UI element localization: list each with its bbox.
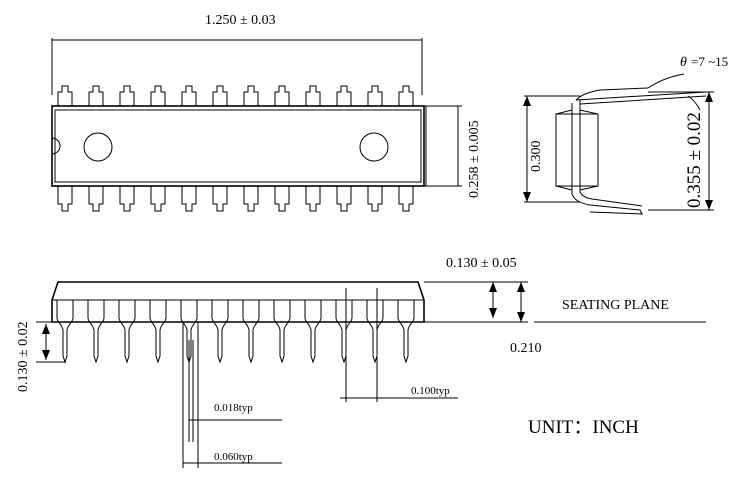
top-pin	[367, 85, 383, 106]
angle-range-label: =7 ~15	[691, 54, 728, 69]
end-body-left	[555, 109, 573, 191]
bottom-pin	[57, 186, 73, 212]
end-body-right	[579, 109, 599, 191]
bottom-pin-row	[57, 186, 414, 212]
arrow-up	[517, 282, 525, 292]
top-pin	[57, 85, 73, 106]
shoulder-width-label: 0.060typ	[214, 451, 253, 463]
side-lead	[211, 300, 229, 364]
top-pin	[119, 85, 135, 106]
arrow-down	[517, 312, 525, 322]
pin1-notch	[51, 137, 61, 155]
end-view: 0.300 0.355 ± 0.02 θ =7 ~15	[523, 54, 728, 215]
side-lead-row	[56, 300, 415, 364]
lead-width-label: 0.018typ	[214, 402, 253, 414]
ejector-mark-left	[83, 132, 113, 162]
side-lead	[56, 300, 74, 364]
height-dimension-label: 0.258 ± 0.005	[467, 120, 482, 198]
width-dimension-label: 1.250 ± 0.03	[205, 13, 276, 28]
angle-leader	[647, 73, 685, 89]
top-pin	[398, 85, 414, 106]
top-pin	[181, 85, 197, 106]
arrow-up	[705, 92, 713, 102]
arrow-down	[705, 200, 713, 210]
arrow-up	[489, 282, 497, 292]
pitch-label: 0.100typ	[411, 385, 450, 397]
bottom-pin	[367, 186, 383, 212]
side-lead	[335, 300, 353, 364]
lead-length-label: 0.130 ± 0.02	[16, 321, 31, 392]
top-body-outline	[51, 105, 425, 187]
angle-theta-symbol: θ	[680, 55, 687, 70]
bottom-pin	[398, 186, 414, 212]
arrow-up	[42, 324, 50, 334]
top-body-right-edge	[423, 105, 427, 187]
top-pin	[336, 85, 352, 106]
unit-label: UNIT：INCH	[528, 417, 639, 438]
side-view: 0.130 ± 0.05 0.210 SEATING PLANE 0.130 ±…	[16, 256, 706, 468]
top-pin	[243, 85, 259, 106]
end-lead-top-left	[575, 87, 649, 101]
side-lead	[87, 300, 105, 364]
arrow-down	[523, 192, 531, 202]
bottom-pin	[212, 186, 228, 212]
side-lead	[397, 300, 415, 364]
top-pin	[305, 85, 321, 106]
bottom-pin	[243, 186, 259, 212]
end-outer-dimension-label: 0.355 ± 0.02	[684, 112, 705, 208]
end-lead-left	[571, 103, 643, 215]
arrow-down	[489, 308, 497, 318]
bottom-pin	[181, 186, 197, 212]
end-lead-top-edge-inner	[579, 95, 707, 105]
end-lead-left-inner	[579, 100, 643, 207]
top-pin	[212, 85, 228, 106]
end-inner-dimension-label: 0.300	[529, 141, 544, 173]
top-pin	[150, 85, 166, 106]
top-pin-row	[57, 85, 414, 106]
bottom-pin	[150, 186, 166, 212]
arrow-down	[42, 350, 50, 360]
side-standoff-label: 0.210	[510, 341, 542, 356]
side-body-height-label: 0.130 ± 0.05	[446, 256, 517, 271]
top-pin	[88, 85, 104, 106]
bottom-pin	[274, 186, 290, 212]
arrow-up	[523, 96, 531, 106]
side-body-outline	[51, 281, 425, 323]
side-lead	[304, 300, 322, 364]
side-lead	[273, 300, 291, 364]
ejector-mark-right	[359, 132, 389, 162]
side-lead	[366, 300, 384, 364]
angle-arc	[687, 95, 701, 111]
side-lead	[118, 300, 136, 364]
side-lead	[242, 300, 260, 364]
top-body-inner-outline	[54, 109, 422, 183]
bottom-pin	[88, 186, 104, 212]
side-lead	[149, 300, 167, 364]
top-pin	[274, 85, 290, 106]
bottom-pin	[119, 186, 135, 212]
top-view: 1.250 ± 0.03 0.258 ± 0.005	[51, 13, 482, 212]
bottom-pin	[305, 186, 321, 212]
seating-plane-label: SEATING PLANE	[562, 298, 669, 313]
end-lead-top-edge	[575, 91, 707, 101]
bottom-pin	[336, 186, 352, 212]
